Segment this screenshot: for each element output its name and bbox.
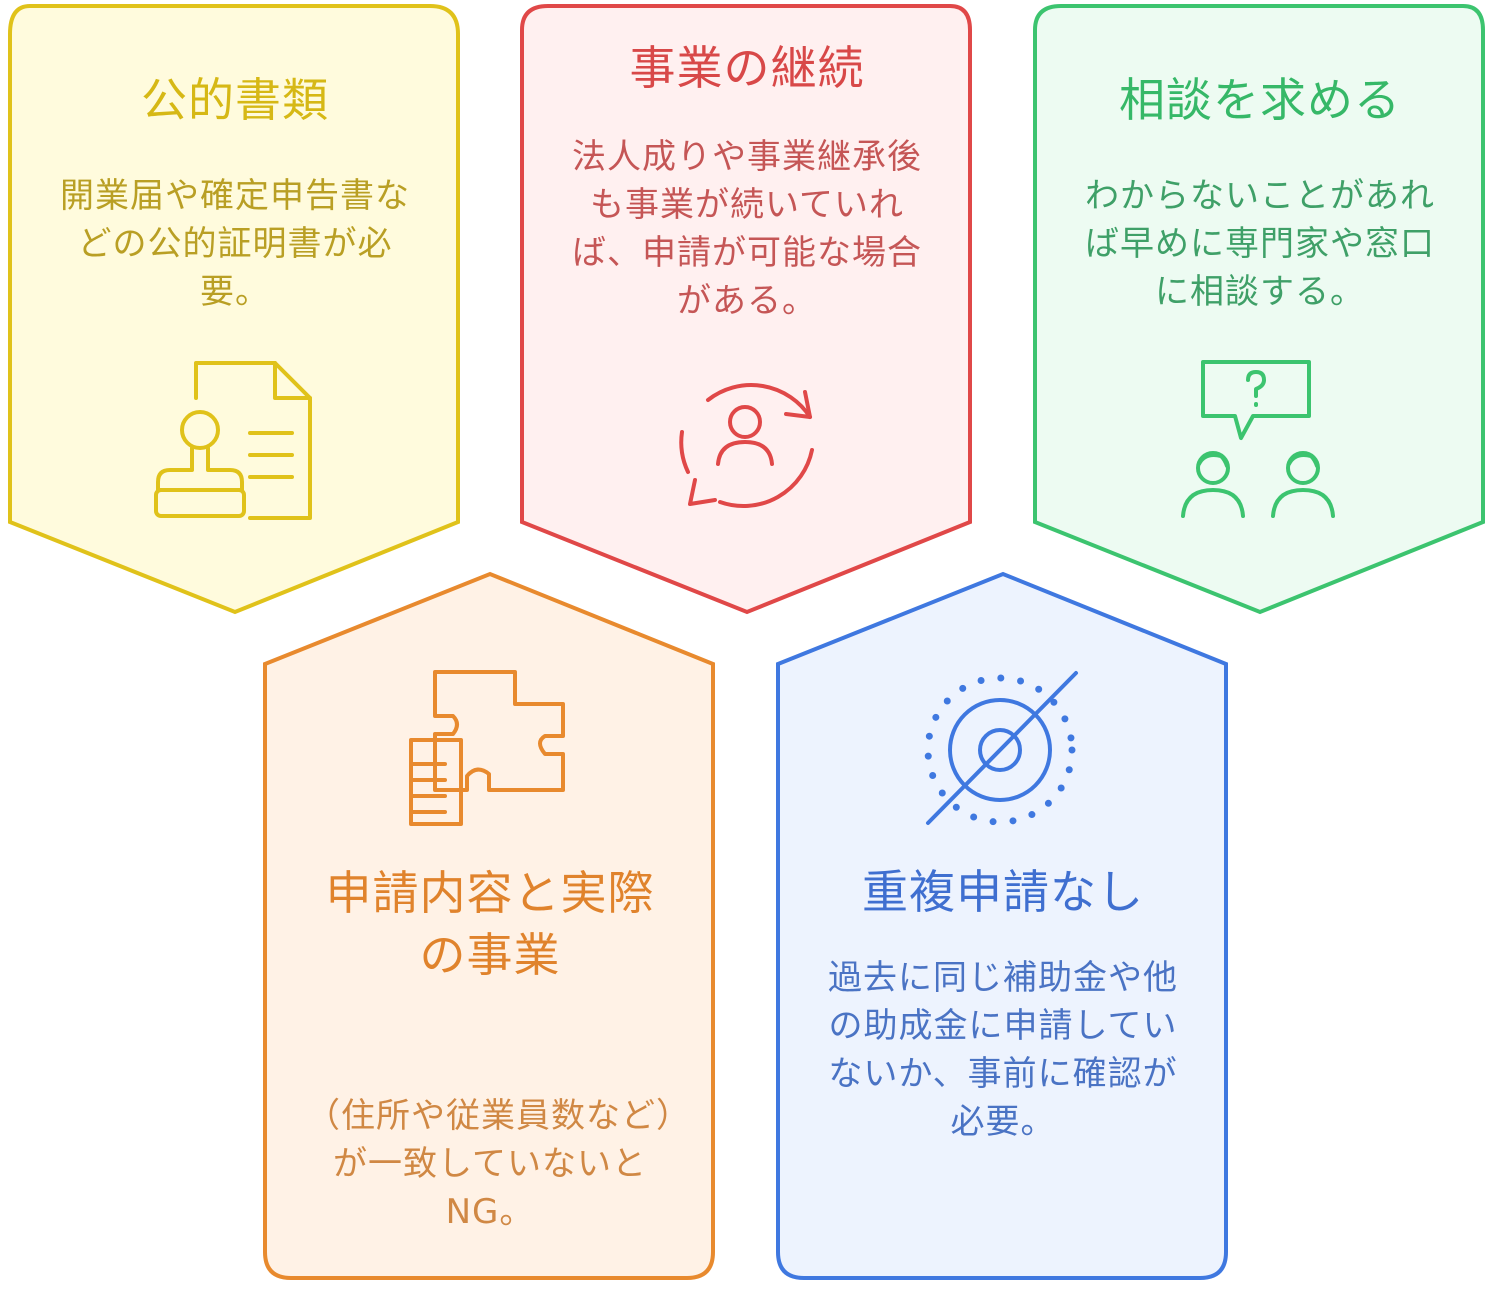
no-duplicate-target-icon [924,671,1078,826]
card-no-duplicate-application: 重複申請なし 過去に同じ補助金や他の助成金に申請していないか、事前に確認が必要。 [768,568,1238,1288]
card-shape [776,571,1228,1280]
card-title: 事業の継続 [629,41,865,95]
person-cycle-icon [679,383,814,508]
card-shape [263,571,715,1280]
card-body: 開業届や確定申告書などの公的証明書が必要。 [60,176,410,312]
document-stamp-icon [154,361,312,520]
card-title: 申請内容と実際の事業 [325,866,655,982]
card-shape [1033,4,1485,615]
card-shape [520,4,972,615]
card-body: 法人成りや事業継承後も事業が続いていれば、申請が可能な場合がある。 [572,137,922,321]
card-body: 過去に同じ補助金や他の助成金に申請していないか、事前に確認が必要。 [828,958,1178,1142]
card-title: 重複申請なし [862,865,1144,919]
card-body: わからないことがあれば早めに専門家や窓口に相談する。 [1085,176,1435,312]
card-shape [8,4,460,615]
card-business-continuity: 事業の継続 法人成りや事業継承後も事業が続いていれば、申請が可能な場合がある。 [512,0,982,620]
question-consultation-icon [1181,360,1335,518]
puzzle-document-icon [409,670,565,826]
card-title: 公的書類 [141,73,329,127]
card-title: 相談を求める [1119,73,1401,127]
card-application-consistency: 申請内容と実際の事業 （住所や従業員数など）が一致していないとNG。 [255,568,725,1288]
card-public-documents: 公的書類 開業届や確定申告書などの公的証明書が必要。 [0,0,470,620]
card-seek-consultation: 相談を求める わからないことがあれば早めに専門家や窓口に相談する。 [1025,0,1495,620]
card-body: （住所や従業員数など）が一致していないとNG。 [306,1096,674,1232]
